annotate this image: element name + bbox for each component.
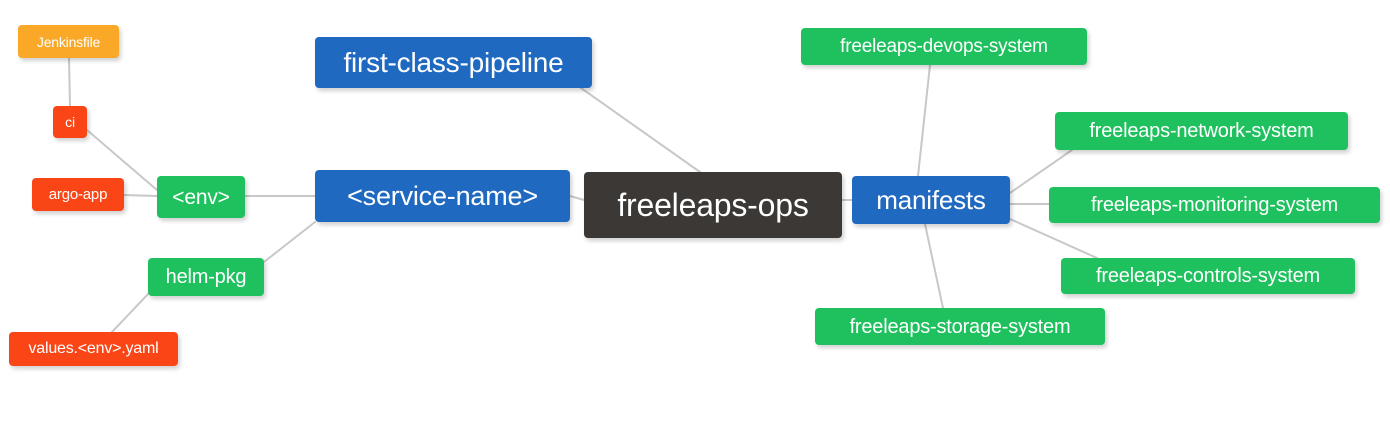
node-jenkinsfile[interactable]: Jenkinsfile: [18, 25, 119, 58]
node-label-ci: ci: [65, 114, 75, 130]
node-freeleaps-ops[interactable]: freeleaps-ops: [584, 172, 842, 238]
node-label-freeleaps-storage-system: freeleaps-storage-system: [849, 315, 1071, 338]
node-label-freeleaps-devops-system: freeleaps-devops-system: [840, 36, 1048, 57]
node-helm-pkg[interactable]: helm-pkg: [148, 258, 264, 296]
node-freeleaps-monitoring-system[interactable]: freeleaps-monitoring-system: [1049, 187, 1380, 223]
node-argo-app[interactable]: argo-app: [32, 178, 124, 211]
node-ci[interactable]: ci: [53, 106, 87, 138]
node-label-helm-pkg: helm-pkg: [165, 266, 247, 288]
node-service-name[interactable]: <service-name>: [315, 170, 570, 222]
node-label-argo-app: argo-app: [48, 186, 108, 203]
node-label-values-yaml: values.<env>.yaml: [28, 340, 159, 357]
node-label-env: <env>: [172, 185, 230, 209]
node-label-manifests: manifests: [876, 185, 986, 215]
edge-service-name-to-helm-pkg: [263, 221, 316, 263]
node-label-service-name: <service-name>: [347, 180, 538, 211]
edge-manifests-to-freeleaps-devops-system: [917, 64, 931, 177]
node-first-class-pipeline[interactable]: first-class-pipeline: [315, 37, 592, 88]
node-label-freeleaps-network-system: freeleaps-network-system: [1089, 120, 1314, 142]
node-freeleaps-controls-system[interactable]: freeleaps-controls-system: [1061, 258, 1355, 294]
edge-manifests-to-freeleaps-storage-system: [924, 223, 944, 309]
edge-helm-pkg-to-values-yaml: [111, 291, 151, 333]
node-env[interactable]: <env>: [157, 176, 245, 218]
edge-manifests-to-freeleaps-controls-system: [1009, 218, 1098, 259]
edge-first-class-pipeline-to-freeleaps-ops: [580, 87, 701, 173]
node-label-freeleaps-monitoring-system: freeleaps-monitoring-system: [1091, 194, 1338, 216]
node-manifests[interactable]: manifests: [852, 176, 1010, 224]
edge-argo-app-to-env: [123, 194, 158, 197]
node-label-freeleaps-controls-system: freeleaps-controls-system: [1096, 265, 1320, 287]
node-label-jenkinsfile: Jenkinsfile: [36, 33, 101, 50]
node-values-yaml[interactable]: values.<env>.yaml: [9, 332, 178, 366]
node-freeleaps-network-system[interactable]: freeleaps-network-system: [1055, 112, 1348, 150]
edge-jenkinsfile-to-ci: [68, 57, 71, 107]
node-label-first-class-pipeline: first-class-pipeline: [343, 46, 564, 78]
edge-service-name-to-freeleaps-ops: [569, 195, 585, 201]
node-freeleaps-storage-system[interactable]: freeleaps-storage-system: [815, 308, 1105, 345]
node-label-freeleaps-ops: freeleaps-ops: [617, 187, 809, 223]
node-freeleaps-devops-system[interactable]: freeleaps-devops-system: [801, 28, 1087, 65]
